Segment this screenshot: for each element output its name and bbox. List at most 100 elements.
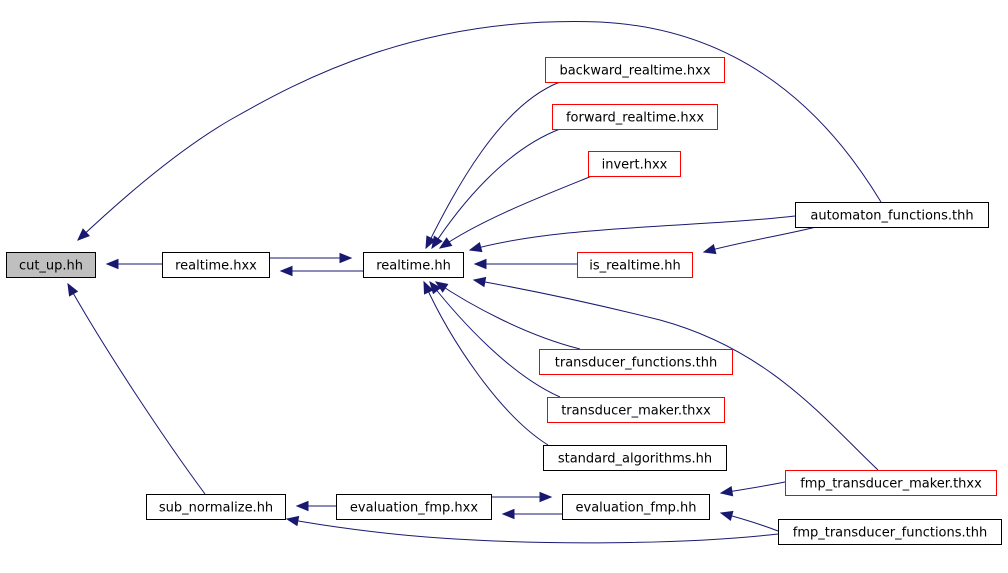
edge-sub-normalize-to-cut-up (67, 282, 206, 495)
edge-automaton-functions-to-is-realtime-line (703, 225, 821, 253)
edge-automaton-functions-to-cut-up-line (77, 20, 882, 241)
node-fmp-transducer-maker[interactable]: fmp_transducer_maker.thxx (785, 470, 997, 496)
edge-realtime-hxx-to-cut-up-arrowhead (105, 258, 119, 270)
edge-transducer-maker-to-realtime-hh (429, 280, 561, 398)
node-is-realtime[interactable]: is_realtime.hh (577, 252, 693, 278)
node-cut-up: cut_up.hh (6, 252, 96, 278)
graph-nodes: cut_up.hh realtime.hxx realtime.hh backward… (6, 57, 1002, 545)
node-evaluation-fmp-hxx-box (336, 494, 492, 520)
node-transducer-functions[interactable]: transducer_functions.thh (539, 349, 733, 375)
edge-fmp-transducer-functions-to-evaluation-fmp-hh-arrowhead (719, 510, 734, 522)
node-backward-box (545, 57, 725, 83)
node-standard-algorithms-label: standard_algorithms.hh (558, 452, 712, 467)
node-forward-label: forward_realtime.hxx (566, 111, 704, 126)
node-automaton-functions-label: automaton_functions.thh (810, 209, 973, 224)
edge-fmp-transducer-maker-to-realtime-hh-arrowhead (472, 276, 487, 288)
edge-fmp-transducer-functions-to-sub-normalize-line (286, 518, 779, 544)
node-standard-algorithms-box (543, 445, 727, 471)
node-is-realtime-box (577, 252, 693, 278)
edge-invert-to-realtime-hh-line (439, 175, 593, 249)
node-cut-up-label: cut_up.hh (19, 259, 83, 274)
node-realtime-hh-label: realtime.hh (376, 259, 451, 274)
edge-is-realtime-to-realtime-hh-arrowhead (473, 258, 487, 270)
edge-automaton-functions-to-is-realtime-arrowhead (702, 243, 717, 255)
edge-realtime-hh-to-realtime-hxx (279, 265, 363, 277)
node-standard-algorithms[interactable]: standard_algorithms.hh (543, 445, 727, 471)
edge-automaton-functions-to-realtime-hh-arrowhead (468, 241, 483, 253)
edge-automaton-functions-to-realtime-hh-line (469, 215, 796, 251)
edge-transducer-maker-to-realtime-hh-line (429, 281, 561, 398)
edge-sub-normalize-to-cut-up-line (67, 283, 206, 495)
node-transducer-functions-box (539, 349, 733, 375)
node-automaton-functions[interactable]: automaton_functions.thh (795, 202, 989, 228)
edge-evaluation-fmp-hxx-to-evaluation-fmp-hh (491, 491, 553, 503)
node-fmp-transducer-maker-label: fmp_transducer_maker.thxx (800, 477, 982, 492)
edge-standard-algorithms-to-realtime-hh-line (423, 281, 549, 446)
edge-standard-algorithms-to-realtime-hh-arrowhead (423, 280, 434, 295)
node-fmp-transducer-functions-label: fmp_transducer_functions.thh (793, 526, 987, 541)
node-sub-normalize-box (146, 494, 286, 520)
node-transducer-maker[interactable]: transducer_maker.thxx (547, 397, 725, 423)
node-backward[interactable]: backward_realtime.hxx (545, 57, 725, 83)
node-invert[interactable]: invert.hxx (588, 151, 681, 177)
edge-evaluation-fmp-hxx-to-sub-normalize-arrowhead (295, 500, 309, 512)
edge-realtime-hh-to-realtime-hxx-arrowhead (279, 265, 293, 277)
node-cut-up-box (6, 252, 96, 278)
edge-fmp-transducer-maker-to-evaluation-fmp-hh (719, 481, 786, 497)
edge-is-realtime-to-realtime-hh (473, 258, 577, 270)
edge-standard-algorithms-to-realtime-hh (423, 280, 549, 446)
edge-fmp-transducer-maker-to-realtime-hh (472, 276, 879, 471)
node-sub-normalize[interactable]: sub_normalize.hh (146, 494, 286, 520)
edge-fmp-transducer-functions-to-evaluation-fmp-hh (719, 510, 779, 532)
edge-fmp-transducer-functions-to-sub-normalize (285, 515, 779, 544)
edge-evaluation-fmp-hxx-to-sub-normalize (295, 500, 336, 512)
edge-backward-to-realtime-hh (425, 81, 561, 250)
node-realtime-hxx-box (162, 252, 270, 278)
edge-evaluation-fmp-hh-to-evaluation-fmp-hxx (501, 508, 562, 520)
node-transducer-maker-label: transducer_maker.thxx (561, 404, 711, 419)
edge-automaton-functions-to-cut-up-arrowhead (77, 228, 90, 241)
node-fmp-transducer-maker-box (785, 470, 997, 496)
node-invert-label: invert.hxx (602, 158, 668, 173)
edge-automaton-functions-to-realtime-hh (468, 215, 796, 253)
edge-backward-to-realtime-hh-arrowhead (425, 235, 436, 250)
node-realtime-hxx[interactable]: realtime.hxx (162, 252, 270, 278)
node-forward[interactable]: forward_realtime.hxx (552, 104, 718, 130)
edge-fmp-transducer-maker-to-evaluation-fmp-hh-arrowhead (719, 485, 734, 497)
node-forward-box (552, 104, 718, 130)
node-evaluation-fmp-hh-box (562, 494, 710, 520)
node-is-realtime-label: is_realtime.hh (589, 259, 681, 274)
node-fmp-transducer-functions-box (778, 519, 1002, 545)
edge-evaluation-fmp-hh-to-evaluation-fmp-hxx-arrowhead (501, 508, 515, 520)
node-evaluation-fmp-hh-label: evaluation_fmp.hh (576, 501, 697, 516)
edge-forward-to-realtime-hh-arrowhead (431, 235, 443, 250)
edge-fmp-transducer-functions-to-sub-normalize-arrowhead (285, 515, 300, 527)
node-realtime-hh[interactable]: realtime.hh (363, 252, 464, 278)
edge-backward-to-realtime-hh-line (425, 81, 561, 249)
node-fmp-transducer-functions[interactable]: fmp_transducer_functions.thh (778, 519, 1002, 545)
edge-automaton-functions-to-cut-up (77, 20, 882, 241)
node-transducer-maker-box (547, 397, 725, 423)
node-realtime-hxx-label: realtime.hxx (175, 259, 257, 274)
edge-realtime-hxx-to-realtime-hh (269, 252, 353, 264)
node-sub-normalize-label: sub_normalize.hh (159, 501, 273, 516)
node-backward-label: backward_realtime.hxx (559, 64, 710, 79)
node-automaton-functions-box (795, 202, 989, 228)
edge-evaluation-fmp-hxx-to-evaluation-fmp-hh-arrowhead (539, 491, 553, 503)
edge-realtime-hxx-to-realtime-hh-arrowhead (339, 252, 353, 264)
node-evaluation-fmp-hxx-label: evaluation_fmp.hxx (350, 501, 478, 516)
node-invert-box (588, 151, 681, 177)
edge-fmp-transducer-maker-to-realtime-hh-line (473, 279, 879, 471)
node-evaluation-fmp-hh[interactable]: evaluation_fmp.hh (562, 494, 710, 520)
edge-forward-to-realtime-hh-line (431, 128, 561, 249)
node-realtime-hh-box (363, 252, 464, 278)
node-transducer-functions-label: transducer_functions.thh (555, 356, 718, 371)
edge-forward-to-realtime-hh (431, 128, 561, 250)
edge-automaton-functions-to-is-realtime (702, 225, 821, 255)
node-evaluation-fmp-hxx[interactable]: evaluation_fmp.hxx (336, 494, 492, 520)
edge-realtime-hxx-to-cut-up (105, 258, 162, 270)
edge-transducer-functions-to-realtime-hh-line (435, 281, 581, 350)
edge-invert-to-realtime-hh-arrowhead (438, 237, 453, 249)
edge-sub-normalize-to-cut-up-arrowhead (67, 282, 79, 297)
